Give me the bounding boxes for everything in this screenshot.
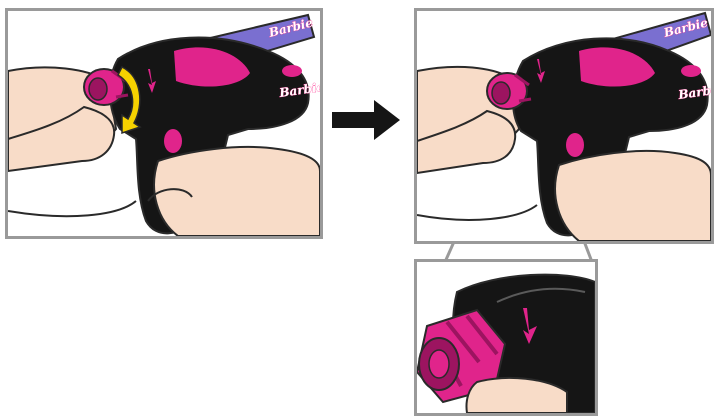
illustration-knob-detail (417, 262, 595, 413)
panel-knob-turned: Barbie Barbie (414, 8, 714, 244)
right-arrow-icon (332, 100, 400, 140)
pink-trigger (164, 129, 182, 153)
right-hand (555, 151, 711, 241)
pink-rear-button (282, 65, 302, 77)
illustration-knob-turned: Barbie Barbie (417, 11, 711, 241)
pink-rear-button (681, 65, 701, 77)
illustration-turn-knob: Barbie Barbie (8, 11, 320, 236)
pink-trigger (566, 133, 584, 157)
power-cord (8, 201, 136, 216)
power-cord (417, 205, 537, 220)
panel-knob-detail (414, 259, 598, 416)
panel-turn-knob: Barbie Barbie (5, 8, 323, 239)
right-hand (154, 147, 320, 236)
